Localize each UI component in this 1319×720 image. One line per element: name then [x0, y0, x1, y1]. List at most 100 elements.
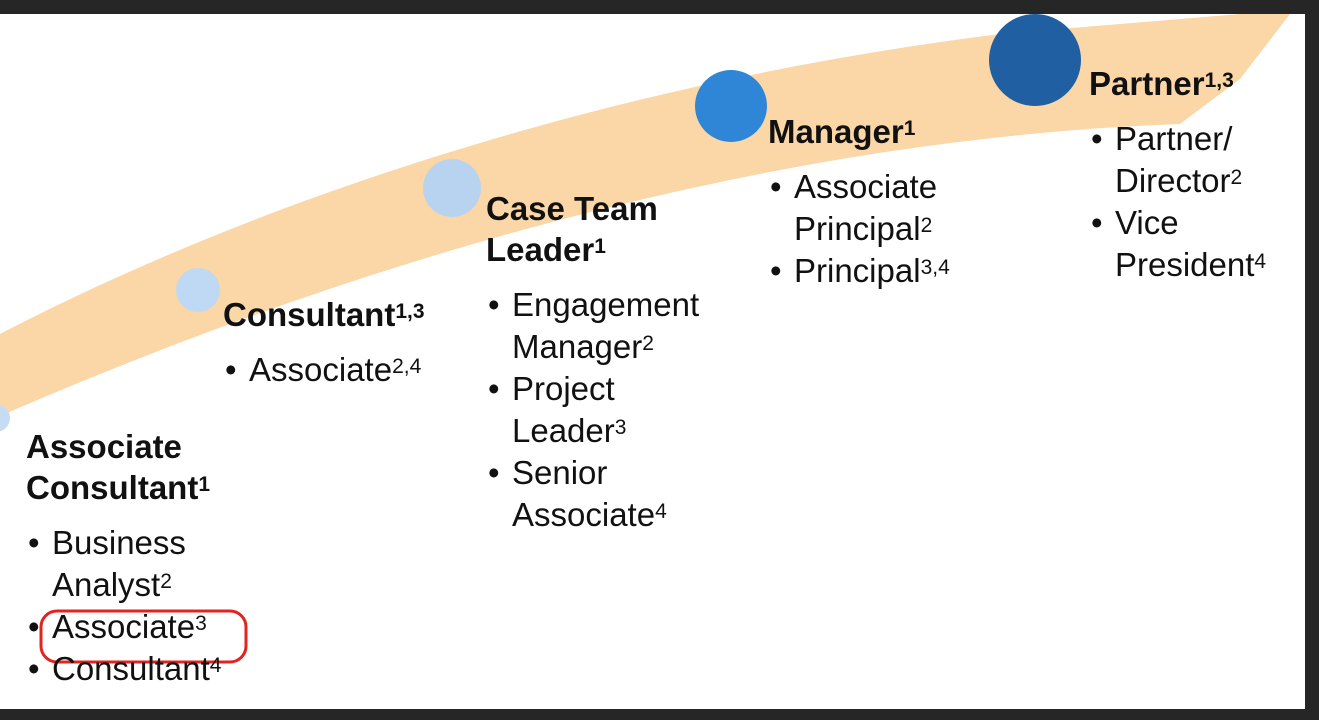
list-item-text: Associate — [512, 496, 656, 533]
level-consultant: Consultant1,3 • Associate2,4 — [223, 294, 425, 391]
list-item-text: Analyst — [52, 566, 161, 603]
level-title-text: Case Team — [486, 190, 658, 227]
career-path-arc — [0, 14, 1290, 416]
list-item-footnote: 4 — [1254, 250, 1267, 273]
career-path-graphic — [0, 14, 1290, 664]
list-item: • Associate3 — [26, 606, 221, 648]
level-marker-associate-consultant — [0, 404, 10, 432]
level-title-text: Consultant — [223, 296, 396, 333]
list-item-text: Project — [512, 370, 615, 407]
list-item-line: Associate2,4 — [249, 349, 425, 391]
list-item-footnote: 4 — [209, 654, 222, 677]
level-title-text: Partner — [1089, 65, 1205, 102]
level-title-line: Leader1 — [486, 229, 699, 270]
list-item-line: Partner/ — [1115, 118, 1266, 160]
list-item: • Associate2,4 — [223, 349, 425, 391]
list-item-footnote: 2 — [160, 570, 172, 593]
annotation-circle — [39, 609, 248, 664]
list-item-text: Partner/ — [1115, 120, 1233, 157]
list-item-line: Leader3 — [512, 410, 699, 452]
level-title-line: Consultant1,3 — [223, 294, 425, 335]
list-item-text: Senior — [512, 454, 608, 491]
bullet: • — [28, 524, 40, 561]
list-item-text: Associate — [52, 608, 196, 645]
bullet: • — [488, 286, 500, 323]
list-item-line: Consultant4 — [52, 648, 221, 690]
list-item-footnote: 2 — [1230, 166, 1243, 189]
level-title-footnote: 1,3 — [395, 300, 425, 323]
list-item-line: Director2 — [1115, 160, 1266, 202]
level-title: Partner1,3 — [1089, 63, 1266, 104]
bullet: • — [488, 454, 500, 491]
level-title-line: Consultant1 — [26, 467, 221, 508]
list-item-text: Principal — [794, 252, 921, 289]
list-item-footnote: 2 — [920, 214, 933, 237]
level-title-footnote: 1 — [903, 117, 916, 140]
list-item-line: Associate3 — [52, 606, 221, 648]
bullet: • — [1091, 120, 1103, 157]
level-title-footnote: 1 — [594, 235, 606, 258]
list-item-line: Engagement — [512, 284, 699, 326]
level-marker-case-team-leader — [423, 159, 481, 217]
list-item-footnote: 3 — [195, 612, 207, 635]
bullet: • — [225, 351, 237, 388]
bullet: • — [770, 252, 782, 289]
level-title-line: Partner1,3 — [1089, 63, 1266, 104]
list-item: • Partner/Director2 — [1089, 118, 1266, 202]
list-item-text: Consultant — [52, 650, 210, 687]
list-item-text: Director — [1115, 162, 1231, 199]
level-title-line: Manager1 — [768, 111, 950, 152]
list-item: • Consultant4 — [26, 648, 221, 690]
list-item-line: Business — [52, 522, 221, 564]
bullet: • — [28, 650, 40, 687]
level-marker-consultant — [176, 268, 220, 312]
list-item-footnote: 2 — [642, 332, 654, 355]
bullet: • — [488, 370, 500, 407]
list-item-line: Associate — [794, 166, 950, 208]
list-item-text: Engagement — [512, 286, 700, 323]
list-item-text: Associate — [249, 351, 393, 388]
list-item-line: Associate4 — [512, 494, 699, 536]
bullet: • — [770, 168, 782, 205]
level-title-footnote: 1,3 — [1204, 69, 1234, 92]
list-item-line: Vice — [1115, 202, 1266, 244]
level-title-text: Consultant — [26, 469, 199, 506]
level-title-line: Associate — [26, 426, 221, 467]
list-item-text: President — [1115, 246, 1255, 283]
level-title: Consultant1,3 — [223, 294, 425, 335]
list-item-text: Associate — [794, 168, 938, 205]
level-title-text: Leader — [486, 231, 595, 268]
list-item-text: Leader — [512, 412, 615, 449]
bullet: • — [28, 608, 40, 645]
list-item-footnote: 4 — [655, 500, 667, 523]
list-item: • Principal3,4 — [768, 250, 950, 292]
level-title-footnote: 1 — [198, 473, 211, 496]
level-title-text: Associate — [26, 428, 182, 465]
list-item-line: Analyst2 — [52, 564, 221, 606]
list-item-footnote: 2,4 — [392, 355, 422, 378]
list-item-footnote: 3,4 — [920, 256, 950, 279]
list-item-line: Manager2 — [512, 326, 699, 368]
list-item-text: Manager — [512, 328, 643, 365]
list-item-line: Project — [512, 368, 699, 410]
list-item-text: Vice — [1115, 204, 1179, 241]
list-item-line: Principal3,4 — [794, 250, 950, 292]
list-item-footnote: 3 — [614, 416, 627, 439]
level-marker-partner — [989, 14, 1081, 106]
